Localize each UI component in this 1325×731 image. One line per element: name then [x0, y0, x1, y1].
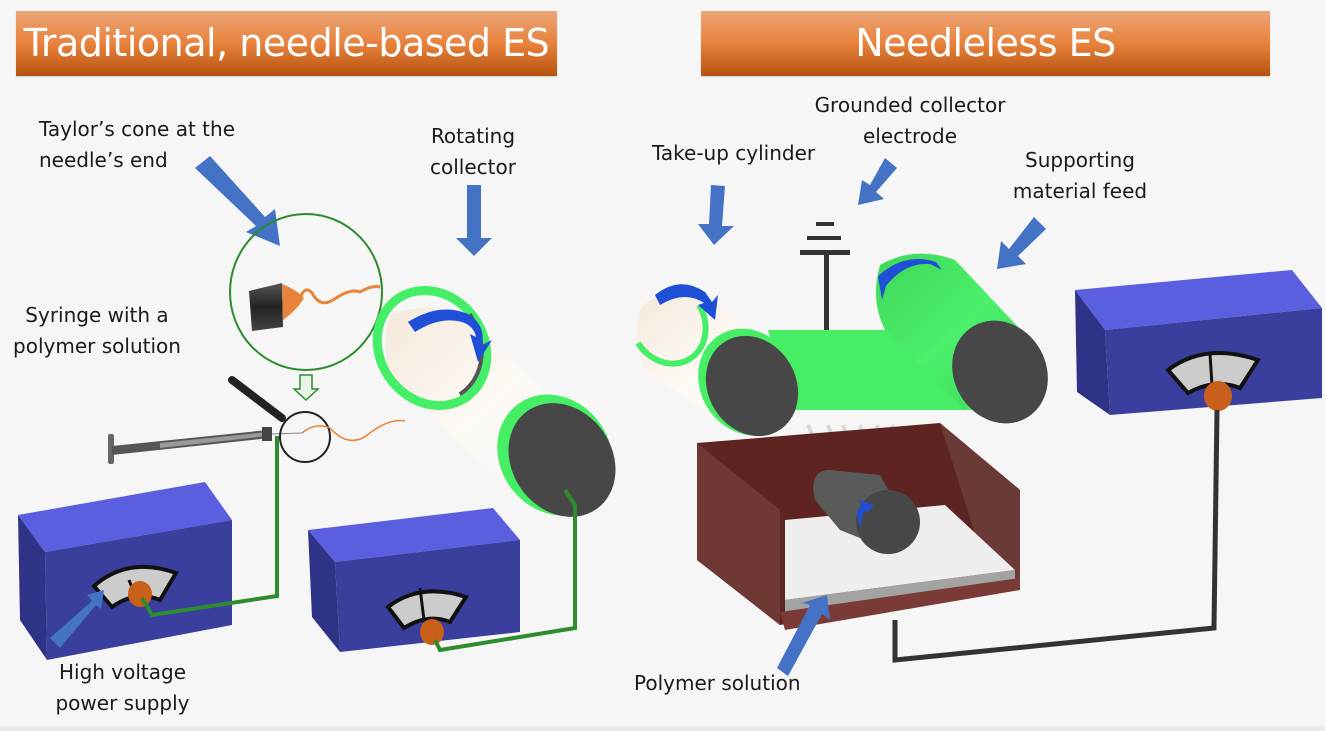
detail-down-arrow-icon — [292, 374, 320, 402]
rotating-collector-cylinder — [370, 284, 616, 517]
supporting-feed-cylinder — [876, 253, 1048, 424]
rotation-arrow-icon — [857, 500, 874, 530]
rotation-arrow-icon — [408, 309, 492, 362]
pointer-arrow-rotating-collector — [456, 185, 492, 256]
polymer-jet-icon — [298, 285, 381, 305]
knob-icon — [1204, 381, 1232, 411]
taylor-cone-detail-circle — [229, 213, 383, 371]
label-supporting-feed: Supporting material feed — [995, 145, 1165, 207]
label-rotating-collector: Rotating collector — [418, 121, 528, 183]
meter-gauge-icon — [1165, 350, 1262, 396]
pointer-arrow-taylor-cone — [195, 156, 280, 246]
ground-symbol-icon — [800, 222, 850, 378]
label-line: Grounded collector — [814, 93, 1006, 117]
label-line: polymer solution — [13, 334, 181, 358]
label-line: High voltage — [58, 660, 187, 684]
spinning-roller — [813, 470, 920, 554]
bottom-edge — [0, 726, 1325, 731]
needle-tip-icon — [249, 283, 283, 331]
label-line: needle’s end — [39, 148, 168, 172]
pointer-arrow-power-supply — [50, 590, 104, 648]
wire-right-supply-to-tank — [892, 409, 1220, 663]
label-line: material feed — [1012, 179, 1148, 203]
label-take-up-cylinder: Take-up cylinder — [652, 141, 816, 165]
needle-tip-circle — [279, 411, 331, 463]
wire-left-supply-to-needle — [140, 436, 279, 618]
label-polymer-solution: Polymer solution — [634, 671, 801, 695]
banner-traditional-es: Traditional, needle-based ES — [16, 11, 557, 76]
label-line: Syringe with a — [25, 303, 169, 327]
pointer-arrow-polymer-solution — [777, 595, 830, 676]
pointer-arrow-take-up — [698, 185, 734, 245]
meter-gauge-icon — [385, 589, 470, 631]
pointer-arrow-supporting-feed — [997, 217, 1046, 269]
syringe — [108, 376, 303, 464]
polymer-jet-line — [301, 419, 406, 442]
knob-icon — [128, 581, 152, 607]
label-line: Rotating — [430, 124, 516, 148]
label-taylor-cone: Taylor’s cone at the needle’s end — [39, 114, 235, 176]
label-grounded-electrode: Grounded collector electrode — [790, 90, 1030, 152]
rotation-arrow-icon — [655, 284, 718, 320]
take-up-cylinder — [627, 279, 799, 437]
label-power-supply: High voltage power supply — [40, 657, 205, 719]
label-line: electrode — [862, 124, 958, 148]
banner-needleless-es: Needleless ES — [701, 11, 1270, 76]
power-supply-left — [18, 482, 232, 660]
wire-collector — [433, 488, 577, 653]
label-line: Supporting — [1025, 148, 1135, 172]
power-supply-collector — [308, 508, 520, 652]
label-line: power supply — [55, 691, 190, 715]
knob-icon — [420, 619, 444, 645]
rotation-arrow-icon — [878, 259, 942, 300]
pointer-arrow-electrode — [858, 158, 897, 205]
power-supply-right — [1075, 270, 1322, 415]
label-syringe: Syringe with a polymer solution — [2, 300, 192, 362]
label-line: collector — [430, 155, 516, 179]
label-line: Taylor’s cone at the — [39, 117, 235, 141]
taylor-cone-icon — [282, 284, 304, 320]
